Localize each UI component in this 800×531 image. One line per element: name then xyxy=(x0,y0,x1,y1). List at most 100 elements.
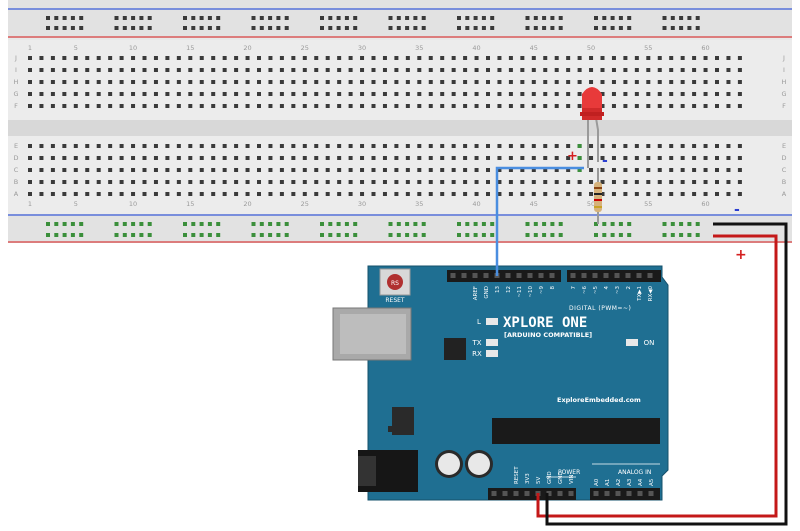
center-channel xyxy=(8,120,792,136)
breadboard-hole xyxy=(176,156,181,160)
analog-pin-label: A2 xyxy=(616,479,622,486)
breadboard-hole xyxy=(222,92,227,96)
breadboard-hole xyxy=(188,156,193,160)
column-number: 35 xyxy=(415,200,423,208)
breadboard-hole xyxy=(199,56,204,60)
breadboard-hole xyxy=(657,168,662,172)
breadboard-hole xyxy=(577,80,582,84)
rail-hole xyxy=(550,16,555,20)
header-pin xyxy=(568,491,574,496)
breadboard-hole xyxy=(131,192,136,196)
breadboard-hole xyxy=(314,104,319,108)
breadboard-hole xyxy=(371,104,376,108)
rail-hole xyxy=(54,222,59,226)
breadboard-hole xyxy=(657,156,662,160)
breadboard-hole xyxy=(451,68,456,72)
breadboard-hole xyxy=(589,168,594,172)
connected-hole xyxy=(577,168,582,172)
rail-hole xyxy=(481,222,486,226)
rail-hole xyxy=(594,233,598,237)
header-pin xyxy=(491,491,497,496)
terminal-strip-bottom xyxy=(8,136,792,214)
breadboard-hole xyxy=(646,68,651,72)
led-rim xyxy=(580,112,604,116)
breadboard-hole xyxy=(165,156,170,160)
breadboard-hole xyxy=(50,56,55,60)
breadboard-hole xyxy=(348,180,353,184)
breadboard-hole xyxy=(428,80,433,84)
breadboard-hole xyxy=(646,156,651,160)
breadboard-hole xyxy=(234,168,239,172)
analog-pin-label: A0 xyxy=(594,478,600,486)
led-dome xyxy=(582,87,602,108)
header-pin xyxy=(538,273,544,278)
breadboard-hole xyxy=(337,144,342,148)
breadboard-hole xyxy=(268,168,273,172)
reset-button-cap[interactable] xyxy=(387,274,403,290)
led-l-indicator xyxy=(486,318,498,325)
breadboard-hole xyxy=(234,68,239,72)
breadboard-hole xyxy=(257,104,261,108)
breadboard-hole xyxy=(50,168,55,172)
rail-hole xyxy=(207,26,212,30)
reset-label: RESET xyxy=(385,297,405,304)
row-letter: A xyxy=(782,190,787,198)
breadboard-hole xyxy=(692,80,697,84)
breadboard-hole xyxy=(73,80,78,84)
rail-hole xyxy=(533,26,538,30)
breadboard-hole xyxy=(554,192,559,196)
breadboard-hole xyxy=(314,56,319,60)
breadboard-hole xyxy=(291,80,296,84)
breadboard-hole xyxy=(589,68,594,72)
top-pin-label: 4 xyxy=(604,286,610,290)
rail-hole xyxy=(602,233,607,237)
breadboard-hole xyxy=(737,80,742,84)
breadboard-hole xyxy=(85,80,90,84)
breadboard-hole xyxy=(451,56,456,60)
column-number: 35 xyxy=(415,44,423,52)
rail-hole xyxy=(147,26,152,30)
breadboard-hole xyxy=(417,192,422,196)
breadboard-hole xyxy=(451,168,456,172)
breadboard-hole xyxy=(486,80,490,84)
breadboard-hole xyxy=(486,180,490,184)
breadboard-hole xyxy=(680,144,685,148)
breadboard-hole xyxy=(360,180,365,184)
breadboard-hole xyxy=(348,192,353,196)
rail-hole xyxy=(122,26,127,30)
breadboard-hole xyxy=(657,68,662,72)
breadboard-hole xyxy=(669,92,674,96)
breadboard-hole xyxy=(486,156,490,160)
breadboard-hole xyxy=(302,192,307,196)
breadboard-hole xyxy=(234,192,239,196)
breadboard-hole xyxy=(39,68,44,72)
breadboard-hole xyxy=(669,68,674,72)
led-on-indicator xyxy=(626,339,638,346)
rail-hole xyxy=(413,222,418,226)
column-number: 15 xyxy=(186,200,194,208)
breadboard-hole xyxy=(222,56,227,60)
breadboard-hole xyxy=(646,56,651,60)
breadboard-hole xyxy=(28,192,32,196)
column-number: 5 xyxy=(74,44,78,52)
breadboard: 1155101015152020252530303535404045455050… xyxy=(8,0,792,263)
breadboard-hole xyxy=(669,104,674,108)
breadboard-hole xyxy=(646,104,651,108)
rail-hole xyxy=(421,26,426,30)
breadboard-hole xyxy=(142,104,147,108)
rail-hole xyxy=(457,26,461,30)
breadboard-hole xyxy=(703,68,708,72)
breadboard-hole xyxy=(737,156,742,160)
breadboard-hole xyxy=(417,104,422,108)
row-letter: C xyxy=(14,166,19,174)
breadboard-hole xyxy=(108,156,113,160)
breadboard-hole xyxy=(142,144,147,148)
red-wire-5v xyxy=(536,234,778,518)
rail-hole xyxy=(284,16,289,20)
breadboard-hole xyxy=(245,56,250,60)
breadboard-hole xyxy=(28,56,32,60)
breadboard-hole xyxy=(62,168,67,172)
breadboard-hole xyxy=(428,104,433,108)
rail-hole xyxy=(147,222,152,226)
breadboard-hole xyxy=(440,104,445,108)
